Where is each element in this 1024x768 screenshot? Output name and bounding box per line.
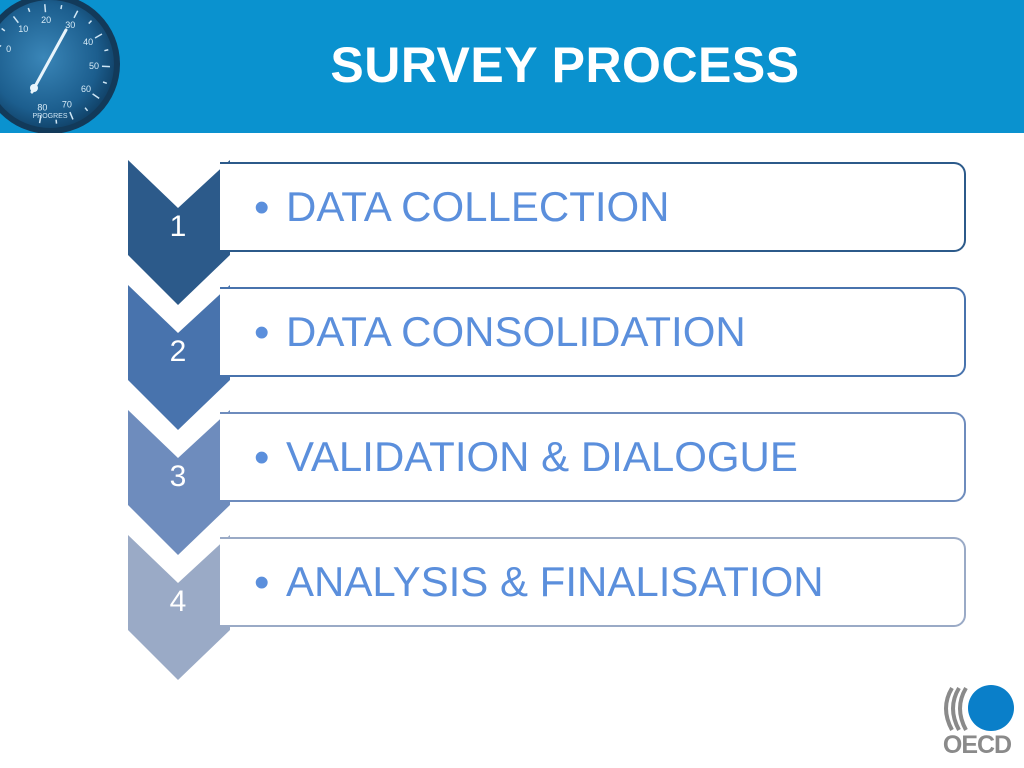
step-chevron-icon (128, 410, 230, 555)
gauge-number: 70 (62, 100, 72, 110)
gauge-number: 20 (41, 15, 51, 25)
gauge-tick (94, 33, 103, 39)
gauge-tick (60, 5, 63, 10)
gauge-numbers: 0 10 20 30 40 50 60 70 80 (6, 15, 99, 112)
gauge-number: 60 (81, 84, 91, 94)
step-number: 3 (169, 460, 187, 493)
oecd-logo-text: OECD (942, 731, 1012, 759)
bullet-icon: • (254, 308, 270, 357)
gauge-tick (104, 49, 109, 52)
step-box (220, 162, 966, 252)
step-label: VALIDATION & DIALOGUE (286, 433, 798, 480)
gauge-number: 80 (37, 102, 47, 112)
process-step: 3 • VALIDATION & DIALOGUE (0, 410, 1024, 555)
gauge-number: 10 (18, 24, 28, 34)
bullet-icon: • (254, 183, 270, 232)
page-title: SURVEY PROCESS (330, 37, 800, 93)
step-chevron-icon (128, 160, 230, 305)
step-box (220, 537, 966, 627)
bullet-icon: • (254, 558, 270, 607)
gauge-tick (1, 27, 6, 32)
gauge-tick (84, 107, 89, 112)
step-number: 2 (169, 335, 187, 368)
oecd-logo-icon (944, 685, 1014, 731)
speedometer-gauge-icon: 0 10 20 30 40 50 60 70 80 PROGRES (0, 0, 120, 133)
gauge-tick (102, 81, 108, 84)
bullet-icon: • (254, 433, 270, 482)
gauge-tick (69, 111, 74, 120)
step-label: DATA COLLECTION (286, 183, 670, 230)
gauge-tick (27, 7, 31, 13)
step-chevron-icon (128, 285, 230, 430)
gauge-number: 30 (65, 20, 75, 30)
step-label: ANALYSIS & FINALISATION (286, 558, 824, 605)
gauge-tick (88, 20, 93, 25)
header-banner: 0 10 20 30 40 50 60 70 80 PROGRES SURVEY PROCESS (0, 0, 1024, 133)
step-number: 4 (169, 585, 187, 618)
process-step: 1 • DATA COLLECTION (0, 160, 1024, 305)
gauge-tick (73, 10, 79, 19)
gauge-number: 0 (6, 44, 11, 54)
step-box (220, 412, 966, 502)
gauge-tick (44, 4, 47, 13)
step-label: DATA CONSOLIDATION (286, 308, 746, 355)
process-step: 2 • DATA CONSOLIDATION (0, 285, 1024, 430)
gauge-number: 40 (83, 37, 93, 47)
gauge-tick (38, 115, 42, 124)
gauge-brand-text: PROGRES (32, 113, 67, 120)
step-chevron-icon (128, 535, 230, 680)
step-number: 1 (169, 210, 187, 243)
gauge-tick (92, 93, 100, 100)
gauge-ticks (0, 4, 110, 124)
gauge-tick (12, 15, 19, 24)
gauge-needle (30, 28, 68, 94)
process-step: 4 • ANALYSIS & FINALISATION (0, 535, 1024, 680)
step-box (220, 287, 966, 377)
gauge-number: 50 (89, 61, 99, 71)
